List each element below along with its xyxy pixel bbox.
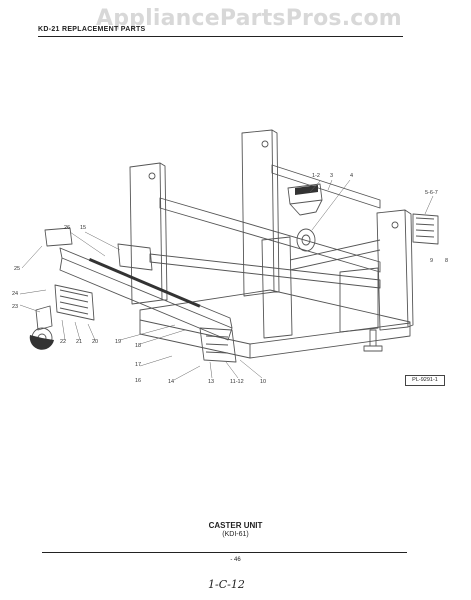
header-rule xyxy=(38,36,403,37)
callout-4: 4 xyxy=(350,173,354,179)
callout-18: 18 xyxy=(135,343,142,349)
callout-17: 17 xyxy=(135,362,142,368)
rail-guide-bar xyxy=(88,258,201,308)
callout-26: 26 xyxy=(64,225,71,231)
callout-5-6-7: 5-6-7 xyxy=(425,190,438,196)
handwritten-note: 1-C-12 xyxy=(208,578,245,591)
frame-upright-back-right xyxy=(241,129,275,297)
page-header-title: KD-21 REPLACEMENT PARTS xyxy=(38,26,146,33)
bracket-right xyxy=(412,213,439,245)
caption-model: (KDI-61) xyxy=(222,531,249,538)
bracket-left xyxy=(117,243,153,271)
frame-rail-top xyxy=(159,197,381,273)
callout-1-2: 1-2 xyxy=(312,173,320,179)
callout-10: 10 xyxy=(260,379,267,385)
callout-14: 14 xyxy=(168,379,175,385)
callout-23: 23 xyxy=(12,304,19,310)
callout-3: 3 xyxy=(330,173,334,179)
callout-15: 15 xyxy=(80,225,87,231)
callout-25: 25 xyxy=(14,266,21,272)
watermark: AppliancePartsPros.com xyxy=(96,6,402,31)
callout-8: 8 xyxy=(445,258,449,264)
frame-base xyxy=(139,289,411,359)
callout-16: 16 xyxy=(135,378,142,384)
caption-title: CASTER UNIT xyxy=(208,521,263,530)
footer-rule xyxy=(42,552,407,553)
frame-upright-front-left xyxy=(261,236,293,339)
callout-22: 22 xyxy=(60,339,67,345)
callout-11-12: 11-12 xyxy=(230,379,244,385)
callout-20: 20 xyxy=(92,339,99,345)
page-number: - 46 xyxy=(230,557,241,563)
frame-upright-front-right xyxy=(376,209,409,331)
callout-21: 21 xyxy=(76,339,83,345)
callout-24: 24 xyxy=(12,291,19,297)
diagram-code: PL-9291-1 xyxy=(405,375,445,386)
callout-9: 9 xyxy=(430,258,434,264)
callout-13: 13 xyxy=(208,379,215,385)
callout-19: 19 xyxy=(115,339,122,345)
